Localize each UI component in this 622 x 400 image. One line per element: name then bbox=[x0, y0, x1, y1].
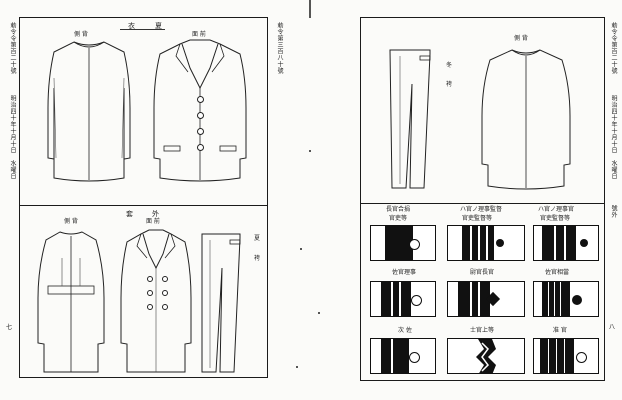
summer-back-jacket bbox=[47, 41, 131, 182]
cuff-label-7: 次 佐 bbox=[398, 327, 412, 334]
greatcoat-front bbox=[120, 229, 192, 373]
summer-title-rule bbox=[120, 29, 165, 30]
cuff-label-3: ハ官ノ理事官 bbox=[538, 206, 575, 213]
cuff-5 bbox=[447, 281, 525, 317]
cuff-6 bbox=[533, 281, 599, 317]
summer-title-2: 夏 bbox=[155, 22, 164, 30]
summer-back-label: 側 背 bbox=[74, 31, 88, 38]
cuff-sublabel-1: 官吏等 bbox=[389, 215, 408, 222]
right-margin-4: 號外 bbox=[610, 205, 617, 218]
summer-button-4 bbox=[197, 144, 204, 151]
cuff-label-4: 佐官理事 bbox=[392, 269, 417, 276]
left-margin-3: 水曜日 bbox=[9, 160, 16, 180]
cuff-sublabel-3: 官吏監督等 bbox=[540, 215, 571, 222]
right-divider bbox=[360, 203, 605, 204]
summer-trousers bbox=[201, 233, 241, 373]
cuff-label-1: 長官合捐 bbox=[386, 206, 411, 213]
cuff-9 bbox=[533, 338, 599, 374]
winter-title-2: 外 bbox=[152, 210, 161, 218]
right-margin-1: 勅令令第百二十號 bbox=[610, 22, 617, 74]
left-margin-1: 勅令令第百二十號 bbox=[9, 22, 16, 74]
left-margin-2: 明治四十年十月十日 bbox=[9, 95, 16, 154]
winter-front-label: 面 前 bbox=[146, 218, 160, 225]
summer-front-jacket bbox=[153, 39, 247, 182]
winter-back-label: 側 背 bbox=[64, 218, 78, 225]
winter-trousers-label-1: 夏 bbox=[254, 235, 261, 242]
cuff-label-2: ハ官ノ理事監督 bbox=[460, 206, 503, 213]
right-back-label: 側 背 bbox=[514, 35, 528, 42]
left-divider bbox=[19, 205, 268, 206]
cuff-8 bbox=[447, 338, 525, 374]
right-frame bbox=[360, 17, 605, 381]
summer-title-1: 衣 bbox=[128, 22, 137, 30]
cuff-sublabel-2: 官吏監督等 bbox=[462, 215, 493, 222]
winter-jacket-back bbox=[481, 49, 571, 190]
winter-trousers bbox=[389, 49, 431, 189]
right-page-number: 八 bbox=[609, 324, 616, 331]
left-frame bbox=[19, 17, 268, 378]
winter-trousers-label-2: 袴 bbox=[254, 255, 261, 262]
cuff-label-9: 准 官 bbox=[553, 327, 567, 334]
summer-button-3 bbox=[197, 128, 204, 135]
summer-front-label: 面 前 bbox=[192, 31, 206, 38]
winter-title-1: 套 bbox=[126, 210, 135, 218]
cuff-label-5: 尉官長官 bbox=[470, 269, 495, 276]
greatcoat-back bbox=[37, 231, 105, 373]
right-margin-2: 明治四十年十月十日 bbox=[610, 95, 617, 154]
left-page-number: 七 bbox=[6, 324, 13, 331]
summer-button-2 bbox=[197, 112, 204, 119]
cuff-2 bbox=[447, 225, 525, 261]
cuff-1 bbox=[370, 225, 436, 261]
cuff-label-8: 士官上等 bbox=[470, 327, 495, 334]
cuff-4 bbox=[370, 281, 436, 317]
winter-trousers-label-b: 袴 bbox=[446, 81, 453, 88]
left-header: 勅令第三百八十號 bbox=[276, 22, 283, 74]
right-margin-3: 水曜日 bbox=[610, 160, 617, 180]
cuff-label-6: 佐官相當 bbox=[545, 269, 570, 276]
cuff-3 bbox=[533, 225, 599, 261]
summer-button-1 bbox=[197, 96, 204, 103]
winter-trousers-label-a: 冬 bbox=[446, 62, 453, 69]
cuff-7 bbox=[370, 338, 436, 374]
